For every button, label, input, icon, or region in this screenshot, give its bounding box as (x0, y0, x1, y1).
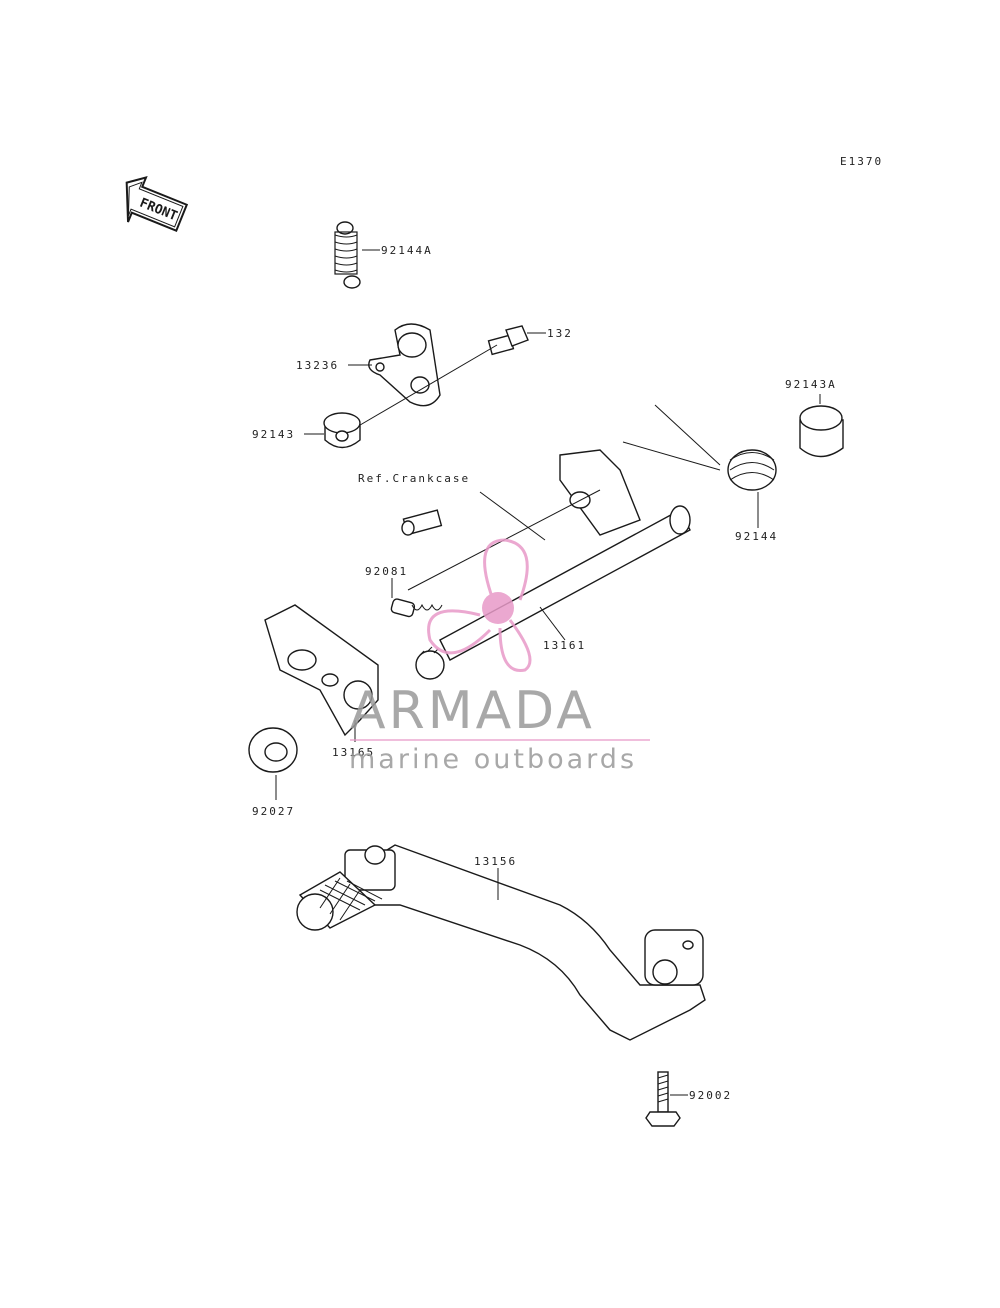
watermark-brand: ARMADA (350, 681, 595, 741)
part-label: 13156 (474, 855, 517, 868)
part-label: 92143 (252, 428, 295, 441)
torsion-spring-part (622, 404, 777, 491)
part-label: 92144A (381, 244, 433, 257)
shift-pedal-part (296, 844, 706, 1041)
pin-part (401, 509, 443, 536)
part-label: 92027 (252, 805, 295, 818)
spring-pin-part (390, 598, 443, 618)
part-label: 92081 (365, 565, 408, 578)
part-label: 92144 (735, 530, 778, 543)
part-label: 13161 (543, 639, 586, 652)
armada-watermark-logo: ARMADA marine outboards (349, 538, 650, 775)
washer-part (248, 727, 298, 773)
part-label: 132 (547, 327, 573, 340)
propeller-icon (427, 538, 532, 672)
part-label: 13236 (296, 359, 339, 372)
shift-arm-part (368, 323, 441, 407)
part-label: 92002 (689, 1089, 732, 1102)
diagram-code: E1370 (840, 155, 883, 168)
part-label: 92143A (785, 378, 837, 391)
watermark-tagline: marine outboards (349, 744, 637, 775)
collar-part (799, 405, 844, 458)
front-arrow-icon: FRONT (125, 176, 189, 233)
guide-plate-part (264, 604, 379, 737)
bolt-part (487, 325, 529, 356)
flange-bolt-part (645, 1071, 681, 1127)
tension-spring-part (334, 221, 361, 289)
part-label: 13165 (332, 746, 375, 759)
reference-label: Ref.Crankcase (358, 472, 470, 485)
collar-part (323, 412, 361, 449)
